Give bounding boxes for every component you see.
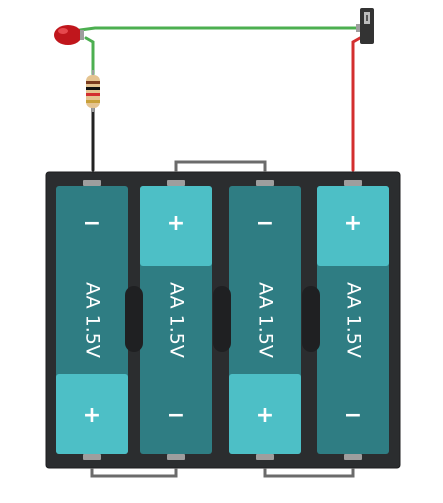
bottom-link-3-4 [263, 468, 355, 478]
battery-label: AA 1.5V [166, 282, 188, 358]
red-wire[interactable] [351, 36, 362, 172]
battery-label: AA 1.5V [343, 282, 365, 358]
battery-label: AA 1.5V [82, 282, 104, 358]
battery-bottom-sign: − [344, 403, 362, 428]
led-icon[interactable] [54, 25, 84, 45]
bottom-link-1-2 [90, 468, 178, 478]
battery-top-sign: + [167, 211, 185, 236]
resistor-band [86, 81, 100, 84]
battery-plus-end [317, 186, 389, 266]
battery-top-sign: − [83, 211, 101, 236]
battery-cell-1[interactable]: − + AA 1.5V [56, 180, 128, 460]
holder-divider-3 [302, 286, 320, 352]
battery-bottom-sign: − [167, 403, 185, 428]
battery-top-sign: + [344, 211, 362, 236]
slide-switch-icon[interactable] [356, 8, 374, 44]
battery-cell-4[interactable]: + − AA 1.5V [317, 180, 389, 460]
green-wire[interactable] [78, 26, 360, 32]
battery-plus-end [229, 374, 301, 454]
resistor-icon[interactable] [86, 70, 100, 112]
battery-terminal-top [344, 180, 362, 186]
holder-divider-1 [125, 286, 143, 352]
green-wire-led-to-resistor[interactable] [84, 36, 95, 76]
resistor-band [86, 100, 100, 103]
resistor-band [86, 93, 100, 96]
battery-top-sign: − [256, 211, 274, 236]
battery-terminal-bottom [167, 454, 185, 460]
holder-divider-2 [213, 286, 231, 352]
top-link-2-3 [174, 160, 267, 172]
battery-terminal-top [167, 180, 185, 186]
battery-bottom-sign: + [256, 403, 274, 428]
battery-terminal-top [83, 180, 101, 186]
battery-terminal-top [256, 180, 274, 186]
battery-terminal-bottom [256, 454, 274, 460]
battery-plus-end [56, 374, 128, 454]
battery-cell-2[interactable]: + − AA 1.5V [140, 180, 212, 460]
battery-label: AA 1.5V [255, 282, 277, 358]
battery-cell-3[interactable]: − + AA 1.5V [229, 180, 301, 460]
battery-terminal-bottom [344, 454, 362, 460]
battery-bottom-sign: + [83, 403, 101, 428]
battery-plus-end [140, 186, 212, 266]
battery-cells: − + AA 1.5V + − AA 1.5V − + AA 1.5V + − AA 1.5V [56, 180, 389, 460]
battery-terminal-bottom [83, 454, 101, 460]
resistor-band [86, 87, 100, 90]
